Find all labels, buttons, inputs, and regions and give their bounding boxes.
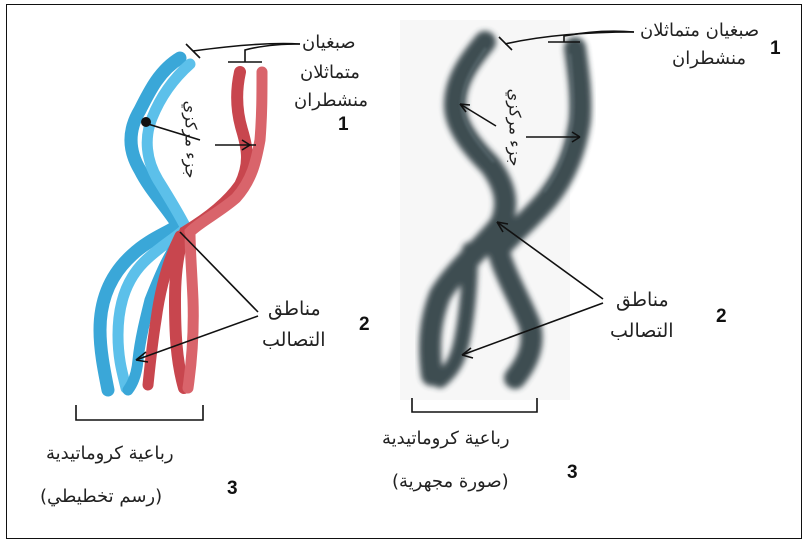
centromere-dot [141, 117, 151, 127]
label-homologs-line1: صبغيان [302, 32, 356, 53]
label-homologs-line2: منشطران [672, 48, 746, 69]
number-homologs: 1 [770, 38, 781, 60]
label-homologs-line3: منشطران [294, 90, 368, 111]
number-chiasmata: 2 [359, 314, 370, 336]
label-centromere: جزء مركزي [505, 89, 524, 167]
label-chiasmata-line1: مناطق [268, 298, 321, 320]
label-tetrad: رباعية كروماتيدية [46, 443, 174, 464]
number-homologs: 1 [338, 114, 349, 136]
number-tetrad: 3 [567, 462, 578, 484]
label-centromere: جزء مركزي [181, 101, 200, 179]
label-caption: (صورة مجهرية) [392, 471, 509, 492]
label-chiasmata-line2: التصالب [262, 329, 326, 351]
label-chiasmata-line1: مناطق [616, 289, 669, 311]
label-caption: (رسم تخطيطي) [40, 486, 162, 507]
label-chiasmata-line2: التصالب [610, 320, 674, 342]
label-homologs-line1: صبغيان متماثلان [640, 20, 759, 41]
label-homologs-line2: متماثلان [300, 62, 360, 83]
number-tetrad: 3 [227, 478, 238, 500]
label-tetrad: رباعية كروماتيدية [382, 428, 510, 449]
number-chiasmata: 2 [716, 306, 727, 328]
